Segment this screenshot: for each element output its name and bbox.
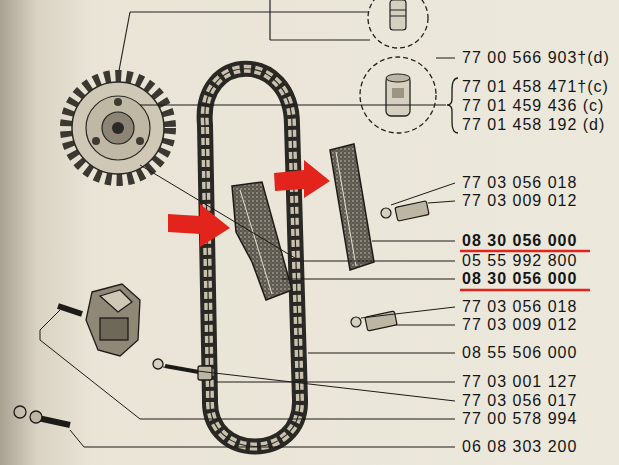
pin-detail (392, 88, 404, 98)
leader-lines (372, 241, 455, 242)
chain-tensioner (58, 306, 82, 314)
pin-detail (390, 10, 406, 11)
sprocket (66, 76, 170, 180)
sprocket (102, 112, 134, 144)
bracket (447, 78, 458, 133)
red-arrow (168, 204, 230, 247)
pin-detail (386, 74, 410, 82)
chain-guide-rail (330, 144, 374, 270)
leader-lines (282, 279, 455, 280)
leader-lines (140, 165, 455, 261)
red-underline (460, 251, 590, 290)
sprocket (136, 137, 144, 145)
chain-tensioner (198, 366, 212, 380)
part-number: 77 03 056 018 (462, 175, 577, 191)
timing-chain (205, 69, 300, 447)
red-arrow (168, 160, 330, 247)
leader-lines (140, 105, 446, 106)
sprocket (72, 82, 164, 174)
chain-tensioner (153, 359, 163, 369)
chain-guide-rail (336, 152, 356, 266)
sprocket (92, 137, 100, 145)
tensioner-slipper (232, 182, 292, 300)
pin-detail (390, 16, 406, 17)
sprocket (114, 98, 122, 106)
pin-detail (360, 0, 436, 133)
chain-tensioner (100, 290, 132, 312)
chain-tensioner (14, 406, 26, 418)
tensioner-slipper (232, 182, 292, 300)
timing-chain (205, 69, 300, 447)
frame-lines (269, 0, 270, 40)
chain-tensioner (38, 418, 70, 425)
pin-detail (360, 57, 436, 133)
part-number: 77 03 009 012 (462, 317, 577, 333)
part-number: 77 03 056 018 (462, 299, 577, 315)
mounting-hardware (395, 201, 429, 221)
sprocket (86, 96, 150, 160)
part-number: 08 55 506 000 (462, 345, 577, 361)
chain-tensioner (86, 284, 140, 356)
part-number: 06 08 303 200 (462, 439, 577, 455)
leader-lines (436, 58, 455, 59)
part-number: 77 01 458 471†(c) (462, 79, 609, 95)
red-underline (460, 289, 590, 292)
frame-lines (118, 12, 130, 76)
leader-lines (40, 58, 455, 447)
leader-lines (308, 353, 455, 354)
red-underline (460, 250, 590, 253)
leader-lines (163, 367, 455, 401)
chain-tensioner (30, 411, 42, 423)
part-number: 77 01 459 436 (c) (462, 98, 604, 114)
leader-lines (391, 183, 455, 205)
pin-detail (368, 0, 428, 48)
sprocket (66, 76, 170, 180)
mounting-hardware (381, 208, 391, 218)
bracket (447, 78, 458, 133)
leader-lines (70, 430, 84, 447)
part-number: 77 03 056 017 (462, 393, 577, 409)
part-number: 77 00 578 994 (462, 411, 577, 427)
mounting-hardware (351, 317, 361, 327)
chain-guide-rail (330, 144, 374, 270)
leader-lines (40, 310, 60, 330)
part-number: 77 01 458 192 (d) (462, 117, 605, 133)
leader-lines (361, 307, 455, 318)
chain-tensioner (100, 318, 128, 340)
leader-lines (396, 325, 455, 326)
part-number: 05 55 992 800 (462, 253, 577, 269)
part-number: 77 00 566 903†(d) (462, 50, 610, 66)
timing-chain (205, 69, 300, 447)
pin-detail (390, 0, 406, 30)
leader-lines (40, 330, 455, 419)
tensioner-slipper (240, 190, 272, 294)
red-arrow (274, 160, 330, 198)
part-number: 08 30 056 000 (462, 271, 577, 287)
part-number: 77 03 009 012 (462, 193, 577, 209)
leader-lines (215, 382, 455, 383)
part-number: 77 03 001 127 (462, 374, 577, 390)
leader-lines (84, 447, 455, 448)
frame-lines (270, 39, 370, 40)
frame-lines (130, 11, 368, 12)
part-number: 08 30 056 000 (462, 233, 577, 249)
sprocket (112, 122, 124, 134)
leader-lines (428, 201, 455, 203)
chain-tensioner (14, 284, 212, 425)
timing-chain (205, 69, 300, 447)
